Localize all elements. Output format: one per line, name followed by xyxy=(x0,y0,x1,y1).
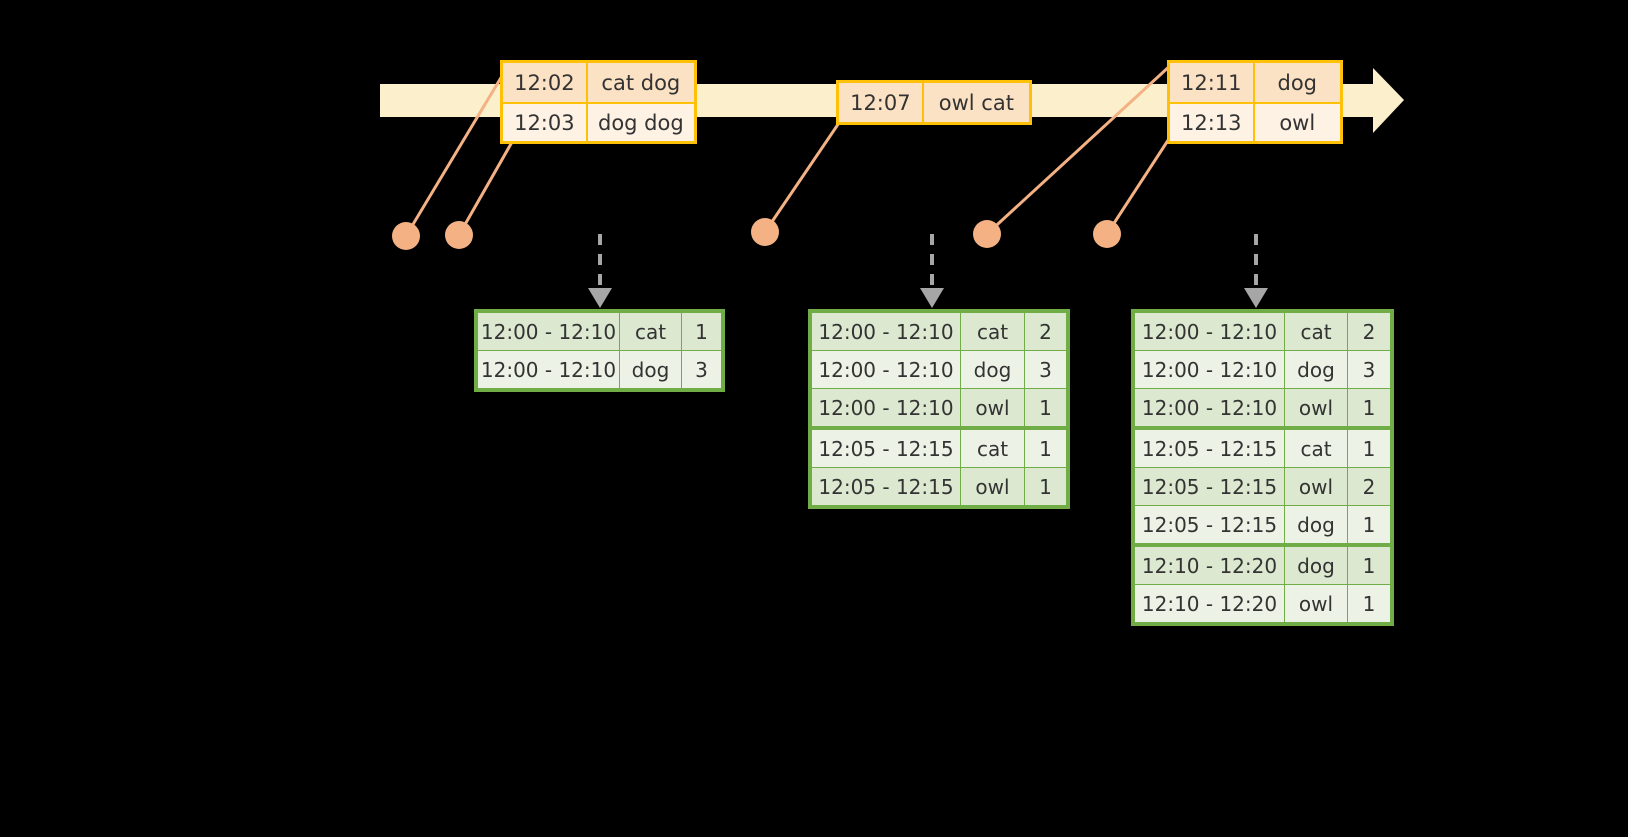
connector-dots xyxy=(392,218,1121,250)
result-count: 2 xyxy=(1348,313,1390,350)
result-window: 12:10 - 12:20 xyxy=(1135,585,1284,622)
result-key: owl xyxy=(961,468,1024,505)
result-window: 12:05 - 12:15 xyxy=(1135,506,1284,543)
result-count: 1 xyxy=(682,313,721,350)
result-count: 1 xyxy=(1025,389,1066,426)
result-window: 12:00 - 12:10 xyxy=(812,389,960,426)
result-key: cat xyxy=(1285,313,1347,350)
result-window: 12:05 - 12:15 xyxy=(1135,430,1284,467)
result-count: 3 xyxy=(682,351,721,388)
connector-dot-5 xyxy=(1093,220,1121,248)
emit-arrow-heads xyxy=(588,288,1268,308)
connector-dot-1 xyxy=(392,222,420,250)
event-payload: dog dog xyxy=(597,110,684,135)
connector-dot-2 xyxy=(445,221,473,249)
result-key: cat xyxy=(961,313,1024,350)
event-box-1[interactable]: 12:02 cat dog 12:03 dog dog xyxy=(500,60,697,144)
result-key: cat xyxy=(1285,430,1347,467)
event-time: 12:02 xyxy=(503,63,588,102)
event-payload: owl cat xyxy=(938,90,1014,115)
event-payload: cat dog xyxy=(601,70,681,95)
result-count: 2 xyxy=(1348,468,1390,505)
result-key: dog xyxy=(1285,351,1347,388)
event-payload: dog xyxy=(1277,70,1318,95)
result-window: 12:00 - 12:10 xyxy=(1135,351,1284,388)
result-window: 12:05 - 12:15 xyxy=(812,468,960,505)
event-row[interactable]: 12:13 owl xyxy=(1170,102,1340,141)
result-count: 3 xyxy=(1348,351,1390,388)
emit-arrow-2-head xyxy=(920,288,944,308)
result-window: 12:05 - 12:15 xyxy=(812,430,960,467)
result-count: 1 xyxy=(1348,389,1390,426)
result-window: 12:00 - 12:10 xyxy=(1135,389,1284,426)
result-count: 1 xyxy=(1348,506,1390,543)
event-box-3[interactable]: 12:11 dog 12:13 owl xyxy=(1167,60,1343,144)
connector-dot-3 xyxy=(751,218,779,246)
result-count: 3 xyxy=(1025,351,1066,388)
result-key: dog xyxy=(620,351,681,388)
result-count: 1 xyxy=(1348,585,1390,622)
connector-dot-4 xyxy=(973,220,1001,248)
result-window: 12:10 - 12:20 xyxy=(1135,547,1284,584)
event-time: 12:03 xyxy=(503,104,588,141)
event-payload: owl xyxy=(1279,110,1316,135)
result-key: dog xyxy=(961,351,1024,388)
result-count: 1 xyxy=(1348,430,1390,467)
result-count: 1 xyxy=(1025,430,1066,467)
result-key: dog xyxy=(1285,506,1347,543)
result-key: owl xyxy=(1285,389,1347,426)
result-key: owl xyxy=(961,389,1024,426)
result-count: 1 xyxy=(1348,547,1390,584)
event-row[interactable]: 12:07 owl cat xyxy=(839,83,1029,122)
result-count: 1 xyxy=(1025,468,1066,505)
result-window: 12:00 - 12:10 xyxy=(812,351,960,388)
event-box-2[interactable]: 12:07 owl cat xyxy=(836,80,1032,125)
emit-arrows xyxy=(598,234,1258,288)
emit-arrow-1-head xyxy=(588,288,612,308)
result-window: 12:00 - 12:10 xyxy=(1135,313,1284,350)
event-row[interactable]: 12:02 cat dog xyxy=(503,63,694,102)
result-key: cat xyxy=(961,430,1024,467)
result-key: dog xyxy=(1285,547,1347,584)
result-key: owl xyxy=(1285,585,1347,622)
event-time: 12:13 xyxy=(1170,104,1255,141)
result-window: 12:05 - 12:15 xyxy=(1135,468,1284,505)
event-time: 12:07 xyxy=(839,83,924,122)
result-key: owl xyxy=(1285,468,1347,505)
result-window: 12:00 - 12:10 xyxy=(812,313,960,350)
result-window: 12:00 - 12:10 xyxy=(478,313,619,350)
event-time: 12:11 xyxy=(1170,63,1255,102)
result-count: 2 xyxy=(1025,313,1066,350)
emit-arrow-3-head xyxy=(1244,288,1268,308)
event-row[interactable]: 12:03 dog dog xyxy=(503,102,694,141)
result-key: cat xyxy=(620,313,681,350)
event-row[interactable]: 12:11 dog xyxy=(1170,63,1340,102)
result-window: 12:00 - 12:10 xyxy=(478,351,619,388)
